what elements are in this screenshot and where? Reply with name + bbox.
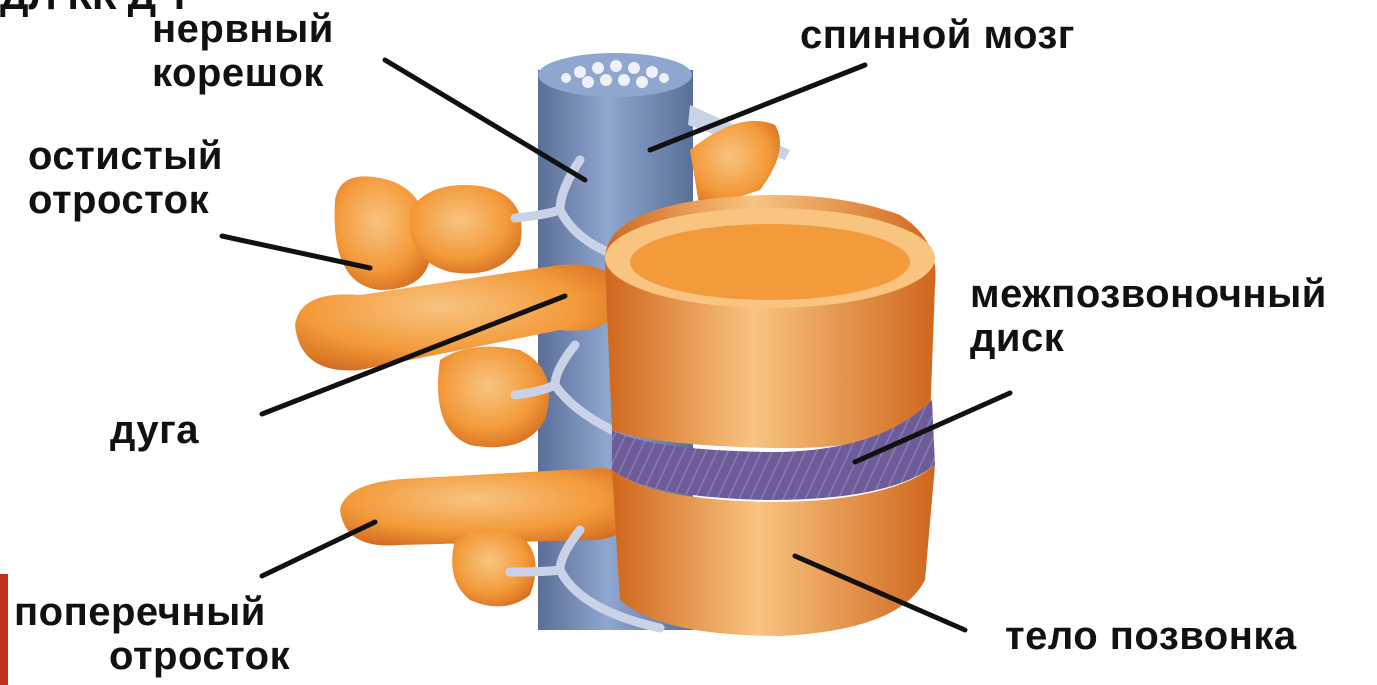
label-spinal-cord: спинной мозг	[800, 13, 1075, 57]
label-intervertebral-disc-line2: диск	[970, 316, 1327, 360]
label-nerve-root-line1: нервный	[152, 7, 334, 51]
label-transverse-process: поперечный отросток	[14, 590, 290, 678]
leader-transverse-process	[262, 522, 375, 576]
label-vertebral-body-line1: тело позвонка	[1005, 614, 1297, 658]
label-intervertebral-disc-line1: межпозвоночный	[970, 272, 1327, 316]
label-transverse-process-line2: отросток	[14, 634, 290, 678]
label-spinous-process-line1: остистый	[28, 134, 223, 178]
label-nerve-root-line2: корешок	[152, 51, 334, 95]
label-nerve-root: нервный корешок	[152, 7, 334, 95]
spinous-process-shape	[335, 176, 522, 290]
label-arch: дуга	[110, 408, 199, 452]
label-vertebral-body: тело позвонка	[1005, 614, 1297, 658]
label-spinal-cord-line1: спинной мозг	[800, 13, 1075, 57]
label-transverse-process-line1: поперечный	[14, 590, 290, 634]
label-spinous-process-line2: отросток	[28, 178, 223, 222]
label-intervertebral-disc: межпозвоночный диск	[970, 272, 1327, 360]
upper-vertebral-body-shape	[605, 195, 936, 448]
label-spinous-process: остистый отросток	[28, 134, 223, 222]
label-arch-line1: дуга	[110, 408, 199, 452]
